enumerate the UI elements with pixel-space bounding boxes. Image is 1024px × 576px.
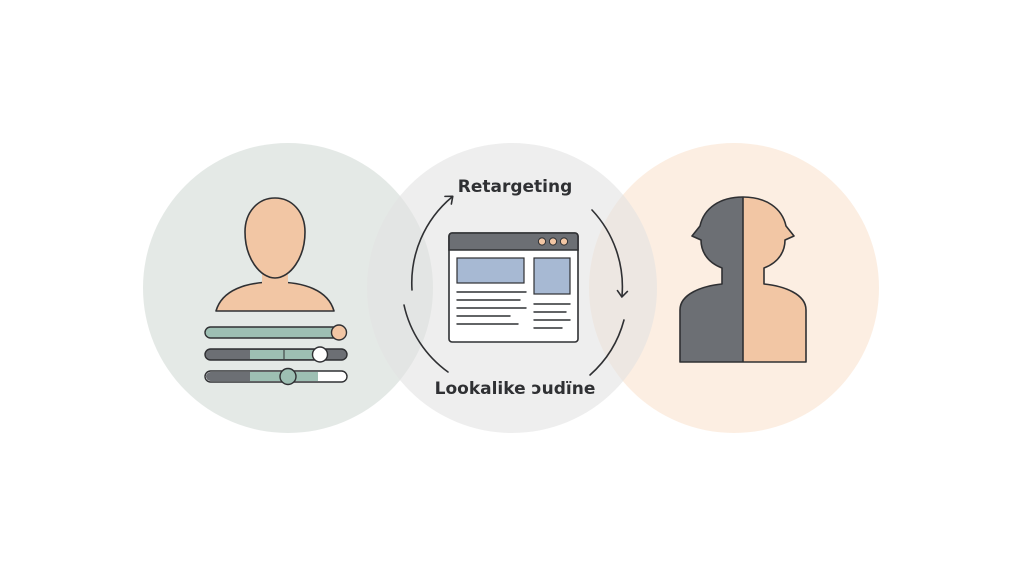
slider-3: [204, 367, 348, 386]
person-icon: [215, 197, 335, 312]
slider-2: [204, 346, 348, 363]
cycle-arrow-right: [591, 209, 629, 298]
text-lines-right: [533, 303, 571, 329]
retargeting-label: Retargeting: [458, 177, 573, 197]
cycle-arc-bottom-right: [589, 319, 625, 376]
lookalike-audience-label: Lookalike ɔudïne: [435, 379, 596, 399]
browser-window-icon: [448, 232, 579, 343]
profile-light-half: [743, 197, 806, 362]
text-lines-left: [456, 291, 527, 325]
slider-1: [204, 324, 348, 341]
cycle-arc-bottom-left: [403, 304, 449, 373]
hero-banner: [456, 257, 525, 284]
cycle-arrow-top: [410, 195, 454, 291]
profile-dark-half: [680, 197, 743, 362]
person-with-sliders-icon: [204, 197, 348, 386]
split-profile-icon: [679, 196, 807, 363]
side-image: [533, 257, 571, 295]
